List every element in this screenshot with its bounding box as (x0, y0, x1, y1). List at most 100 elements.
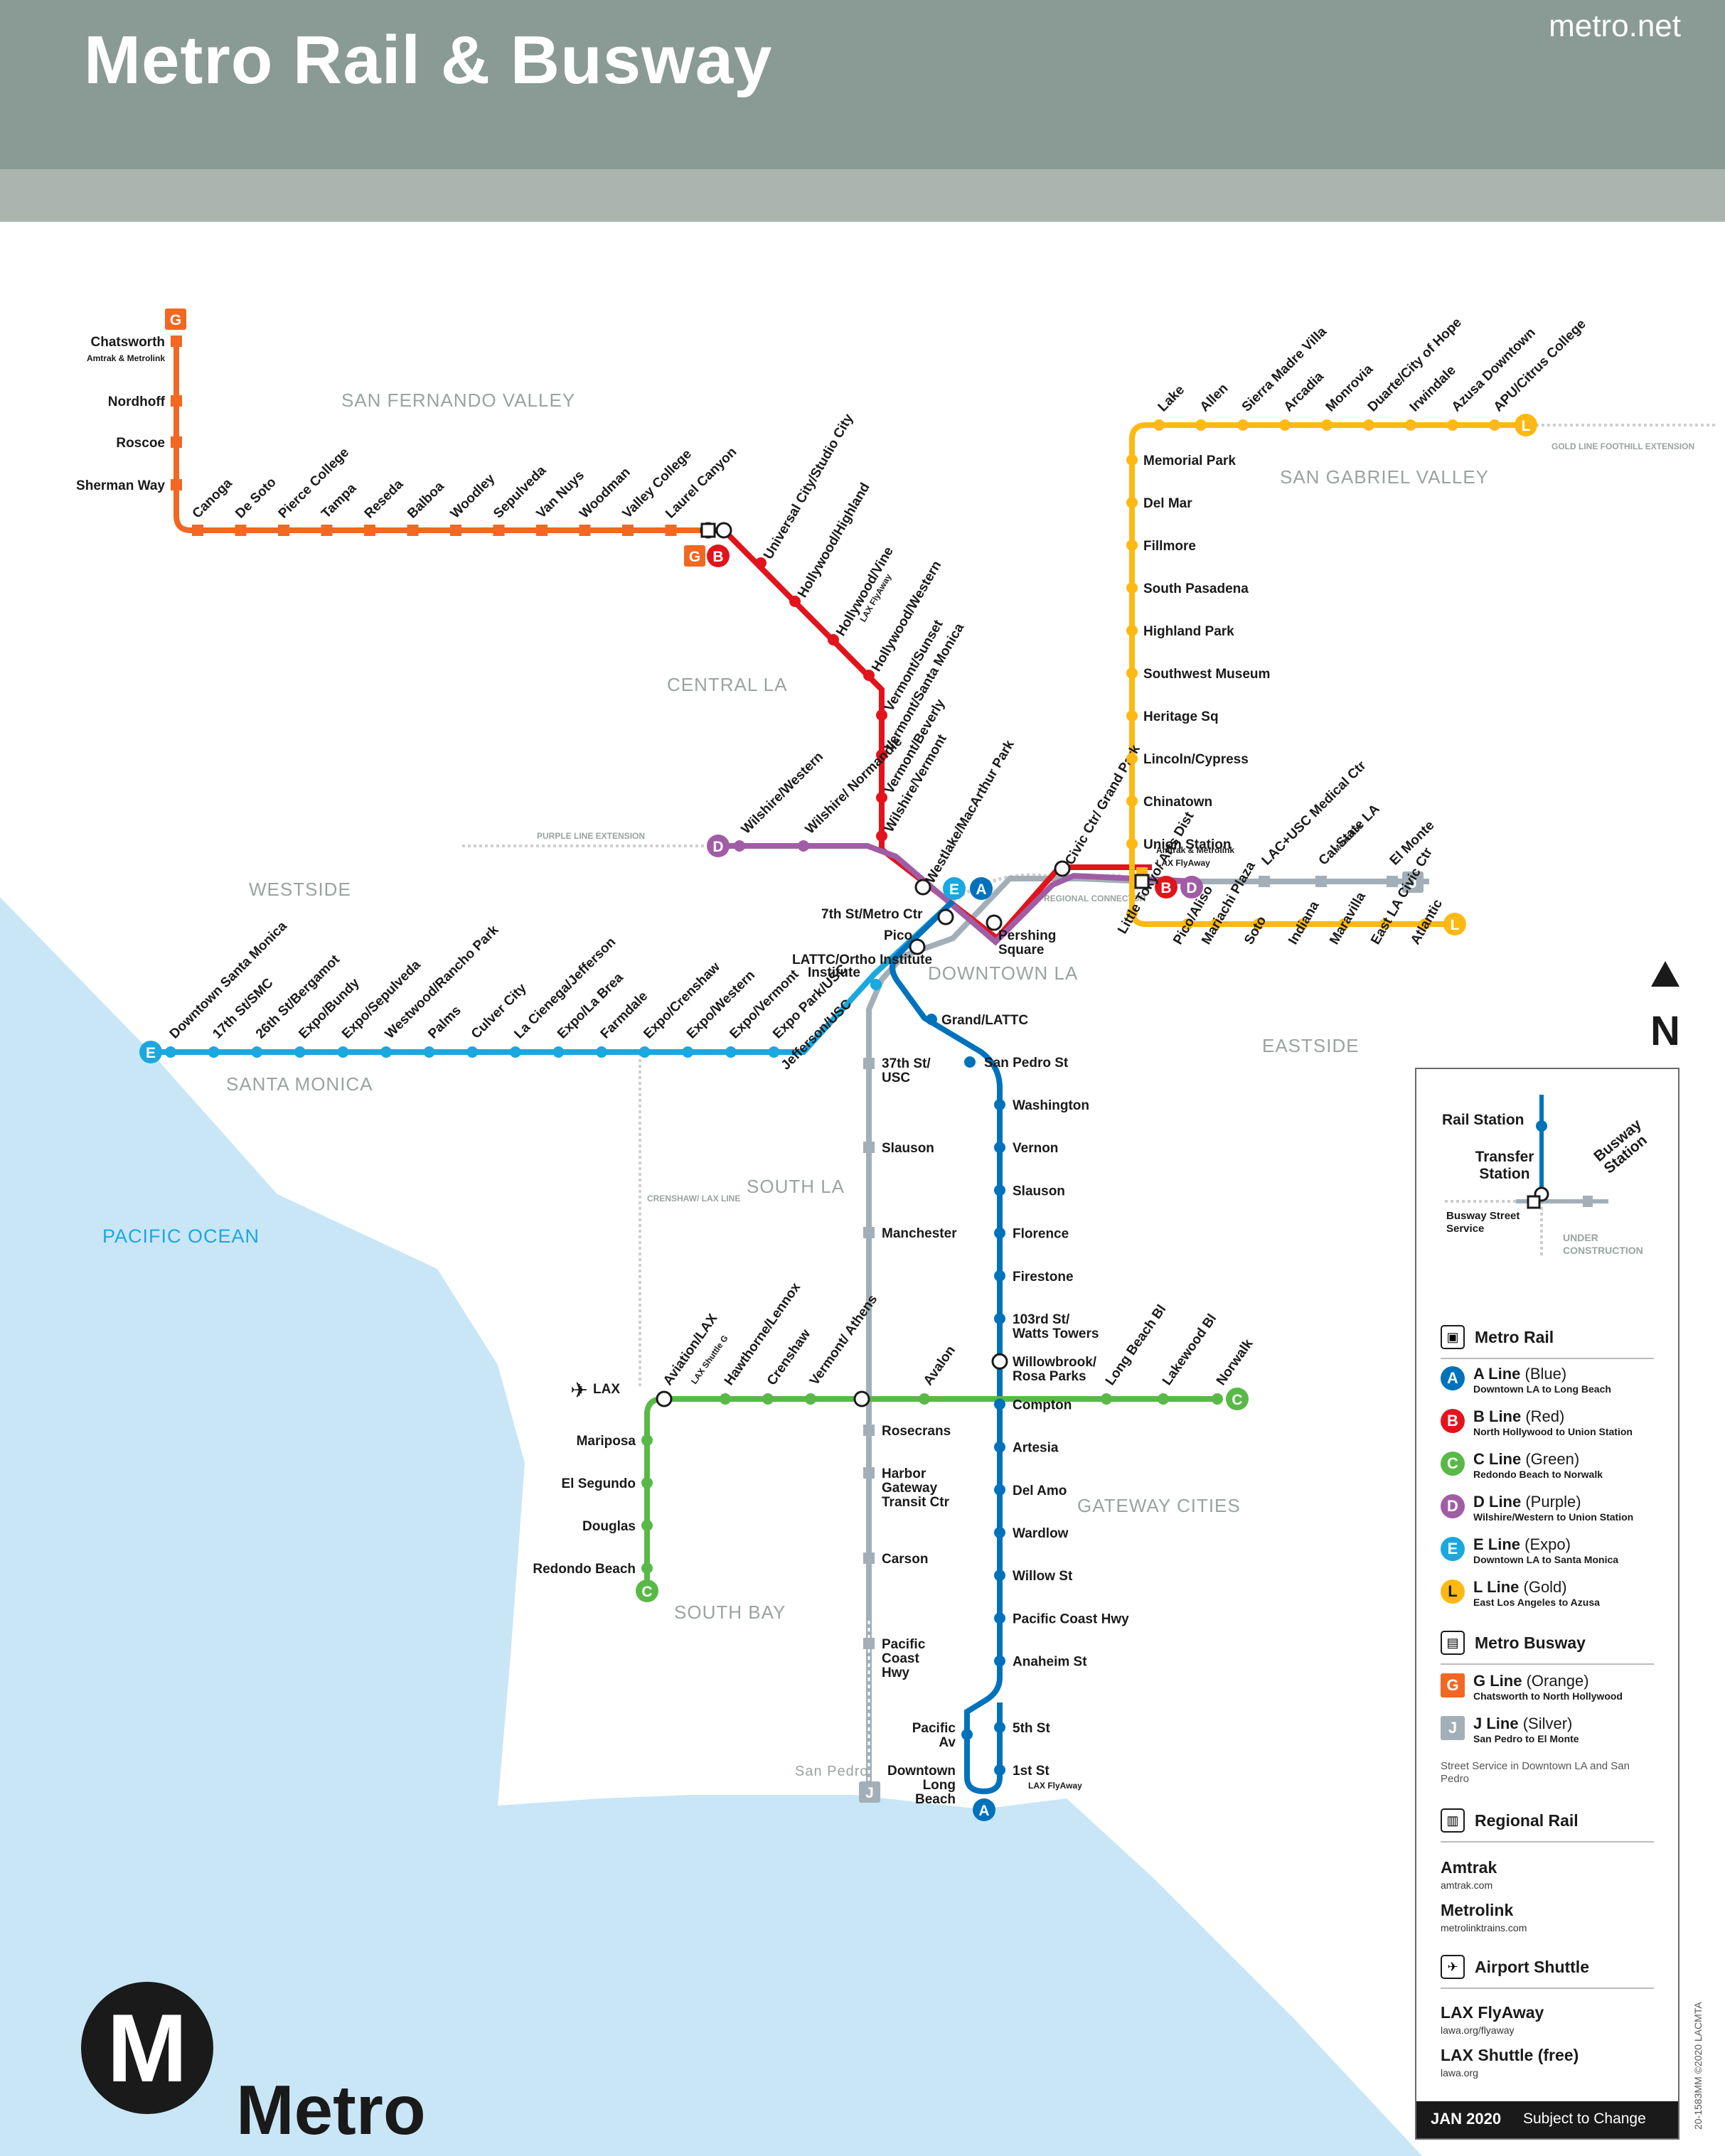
badge-e-santamonica[interactable] (139, 1041, 162, 1063)
station-marker[interactable] (964, 1056, 976, 1068)
station-marker[interactable] (805, 1393, 816, 1405)
legend-shuttle-url[interactable]: lawa.org (1441, 2067, 1478, 2079)
station-marker[interactable] (1405, 419, 1416, 431)
transfer-box[interactable] (700, 522, 716, 538)
station-marker[interactable] (863, 1142, 875, 1153)
station-marker[interactable] (536, 525, 548, 536)
station-marker[interactable] (171, 479, 182, 490)
station-marker[interactable] (294, 1046, 306, 1058)
station-marker[interactable] (656, 1390, 673, 1407)
station-marker[interactable] (1489, 419, 1500, 431)
station-marker[interactable] (828, 634, 839, 645)
station-marker[interactable] (1279, 419, 1291, 431)
station-marker[interactable] (165, 1046, 176, 1058)
station-marker[interactable] (994, 1764, 1005, 1776)
station-marker[interactable] (994, 1441, 1005, 1453)
station-marker[interactable] (994, 1227, 1005, 1239)
station-marker[interactable] (1126, 795, 1138, 807)
station-marker[interactable] (1321, 419, 1333, 431)
legend-metrolink-url[interactable]: metrolinktrains.com (1441, 1922, 1527, 1934)
station-marker[interactable] (423, 1046, 435, 1058)
station-marker[interactable] (876, 749, 887, 761)
station-marker[interactable] (1195, 419, 1207, 431)
station-marker[interactable] (876, 709, 887, 721)
station-marker[interactable] (863, 1227, 875, 1238)
station-marker[interactable] (493, 525, 505, 536)
station-marker[interactable] (1315, 876, 1327, 887)
badge-c-norwalk[interactable] (1226, 1388, 1249, 1410)
station-marker[interactable] (909, 938, 926, 955)
station-marker[interactable] (1101, 1393, 1112, 1405)
station-marker[interactable] (876, 830, 887, 842)
station-marker[interactable] (665, 525, 677, 536)
station-marker[interactable] (321, 525, 333, 536)
station-marker[interactable] (364, 525, 375, 536)
station-marker[interactable] (235, 525, 247, 536)
station-marker[interactable] (755, 557, 767, 569)
station-marker[interactable] (863, 1425, 875, 1436)
badge-d-union[interactable] (1180, 876, 1203, 899)
station-marker[interactable] (1387, 876, 1398, 887)
station-marker[interactable] (798, 840, 809, 852)
station-marker[interactable] (863, 670, 875, 681)
station-marker[interactable] (1126, 908, 1138, 919)
station-marker[interactable] (1126, 540, 1138, 551)
station-marker[interactable] (863, 1552, 875, 1564)
station-marker[interactable] (1126, 667, 1138, 679)
station-marker[interactable] (994, 1722, 1005, 1733)
station-marker[interactable] (208, 1046, 220, 1058)
station-marker[interactable] (1182, 918, 1193, 930)
station-marker[interactable] (789, 596, 801, 607)
badge-l-atlantic[interactable] (1443, 913, 1466, 935)
station-marker[interactable] (768, 1046, 780, 1058)
badge-j-elmonte[interactable] (1402, 871, 1424, 893)
station-marker[interactable] (641, 1520, 653, 1531)
station-marker[interactable] (682, 1046, 694, 1058)
station-marker[interactable] (994, 1142, 1005, 1154)
station-marker[interactable] (1126, 625, 1138, 636)
station-marker[interactable] (1126, 838, 1138, 849)
station-marker[interactable] (1126, 454, 1138, 466)
station-marker[interactable] (1259, 876, 1270, 887)
station-marker[interactable] (450, 525, 461, 536)
station-marker[interactable] (937, 908, 954, 926)
badge-e-downtown[interactable] (943, 877, 966, 900)
station-marker[interactable] (991, 1353, 1008, 1370)
station-marker[interactable] (622, 525, 634, 536)
station-marker[interactable] (1126, 710, 1138, 722)
station-marker[interactable] (1447, 419, 1458, 431)
station-marker[interactable] (720, 1393, 731, 1405)
badge-g-top[interactable] (165, 309, 186, 330)
station-marker[interactable] (1054, 860, 1071, 877)
station-marker[interactable] (1338, 918, 1350, 930)
badge-a-longbeach[interactable] (973, 1798, 995, 1821)
badge-b-union[interactable] (1155, 876, 1177, 899)
badge-d-west[interactable] (707, 835, 730, 857)
station-marker[interactable] (863, 1638, 875, 1649)
station-marker[interactable] (994, 1570, 1005, 1582)
station-marker[interactable] (251, 1046, 263, 1058)
station-marker[interactable] (1210, 918, 1222, 930)
station-marker[interactable] (1419, 918, 1431, 930)
station-marker[interactable] (994, 1270, 1005, 1282)
station-marker[interactable] (1379, 918, 1391, 930)
station-marker[interactable] (380, 1046, 392, 1058)
station-marker[interactable] (509, 1046, 521, 1058)
station-marker[interactable] (407, 525, 419, 536)
station-marker[interactable] (994, 1099, 1005, 1110)
transfer-box[interactable] (1134, 874, 1150, 889)
badge-c-redondo[interactable] (636, 1580, 658, 1602)
station-marker[interactable] (579, 525, 591, 536)
station-marker[interactable] (919, 1393, 930, 1405)
station-marker[interactable] (994, 1484, 1005, 1496)
station-marker[interactable] (863, 1467, 875, 1479)
station-marker[interactable] (171, 436, 182, 448)
station-marker[interactable] (715, 522, 732, 539)
station-marker[interactable] (1253, 918, 1264, 930)
station-marker[interactable] (961, 1729, 973, 1740)
site-url[interactable]: metro.net (1549, 9, 1681, 43)
station-marker[interactable] (725, 1046, 737, 1058)
station-marker[interactable] (641, 1477, 653, 1489)
station-marker[interactable] (994, 1612, 1005, 1624)
station-marker[interactable] (1363, 419, 1374, 431)
